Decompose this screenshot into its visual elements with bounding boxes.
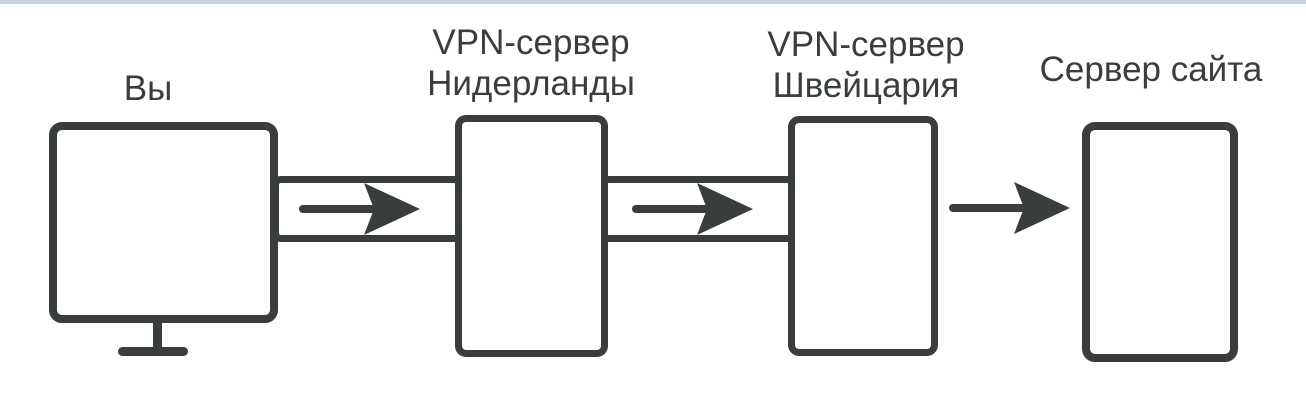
label-vpn-server-switzerland: VPN-сервер Швейцария bbox=[746, 24, 986, 106]
arrow-right-icon-to-site bbox=[949, 182, 1070, 234]
monitor-stand-stem bbox=[153, 320, 162, 351]
label-you: Вы bbox=[48, 68, 248, 109]
label-vpn-server-netherlands: VPN-сервер Нидерланды bbox=[411, 22, 651, 104]
arrow-right-icon-tunnel-2 bbox=[632, 183, 753, 235]
node-vpn-server-netherlands bbox=[455, 115, 608, 357]
monitor-icon bbox=[49, 122, 278, 323]
label-you-text: Вы bbox=[123, 69, 173, 108]
arrow-right-icon-tunnel-1 bbox=[299, 183, 420, 235]
label-vpn-switzerland-line1: VPN-сервер bbox=[767, 25, 965, 64]
label-site-server: Сервер сайта bbox=[1021, 49, 1281, 90]
label-vpn-switzerland-line2: Швейцария bbox=[772, 66, 960, 105]
label-site-server-text: Сервер сайта bbox=[1039, 50, 1263, 89]
window-top-edge-bar bbox=[0, 0, 1306, 4]
label-vpn-netherlands-line2: Нидерланды bbox=[427, 64, 635, 103]
label-vpn-netherlands-line1: VPN-сервер bbox=[432, 23, 630, 62]
monitor-stand-base bbox=[118, 347, 188, 356]
node-vpn-server-switzerland bbox=[788, 116, 938, 356]
node-site-server bbox=[1082, 122, 1238, 362]
